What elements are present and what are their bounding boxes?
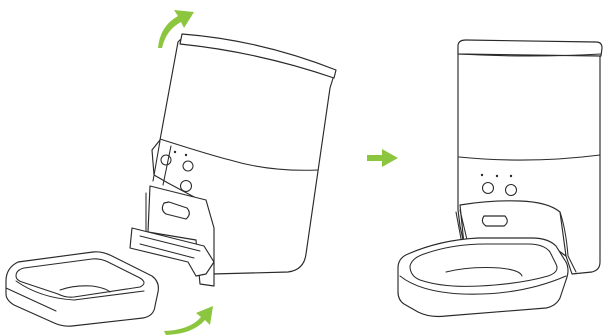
disassembled-feeder (6, 10, 336, 335)
attached-bowl (398, 238, 568, 317)
indicator-light-icon (481, 174, 483, 176)
arrow-right-icon (367, 149, 398, 167)
indicator-light-icon (510, 175, 512, 177)
indicator-light-icon (174, 151, 176, 153)
indicator-light-icon (496, 175, 498, 177)
detached-bowl (6, 252, 158, 326)
bowl-slot-icon (482, 216, 507, 226)
tilted-feeder-body (130, 34, 336, 286)
indicator-light-icon (185, 154, 187, 156)
assembled-feeder (398, 40, 602, 317)
curved-arrow-up-right-icon (164, 306, 213, 335)
